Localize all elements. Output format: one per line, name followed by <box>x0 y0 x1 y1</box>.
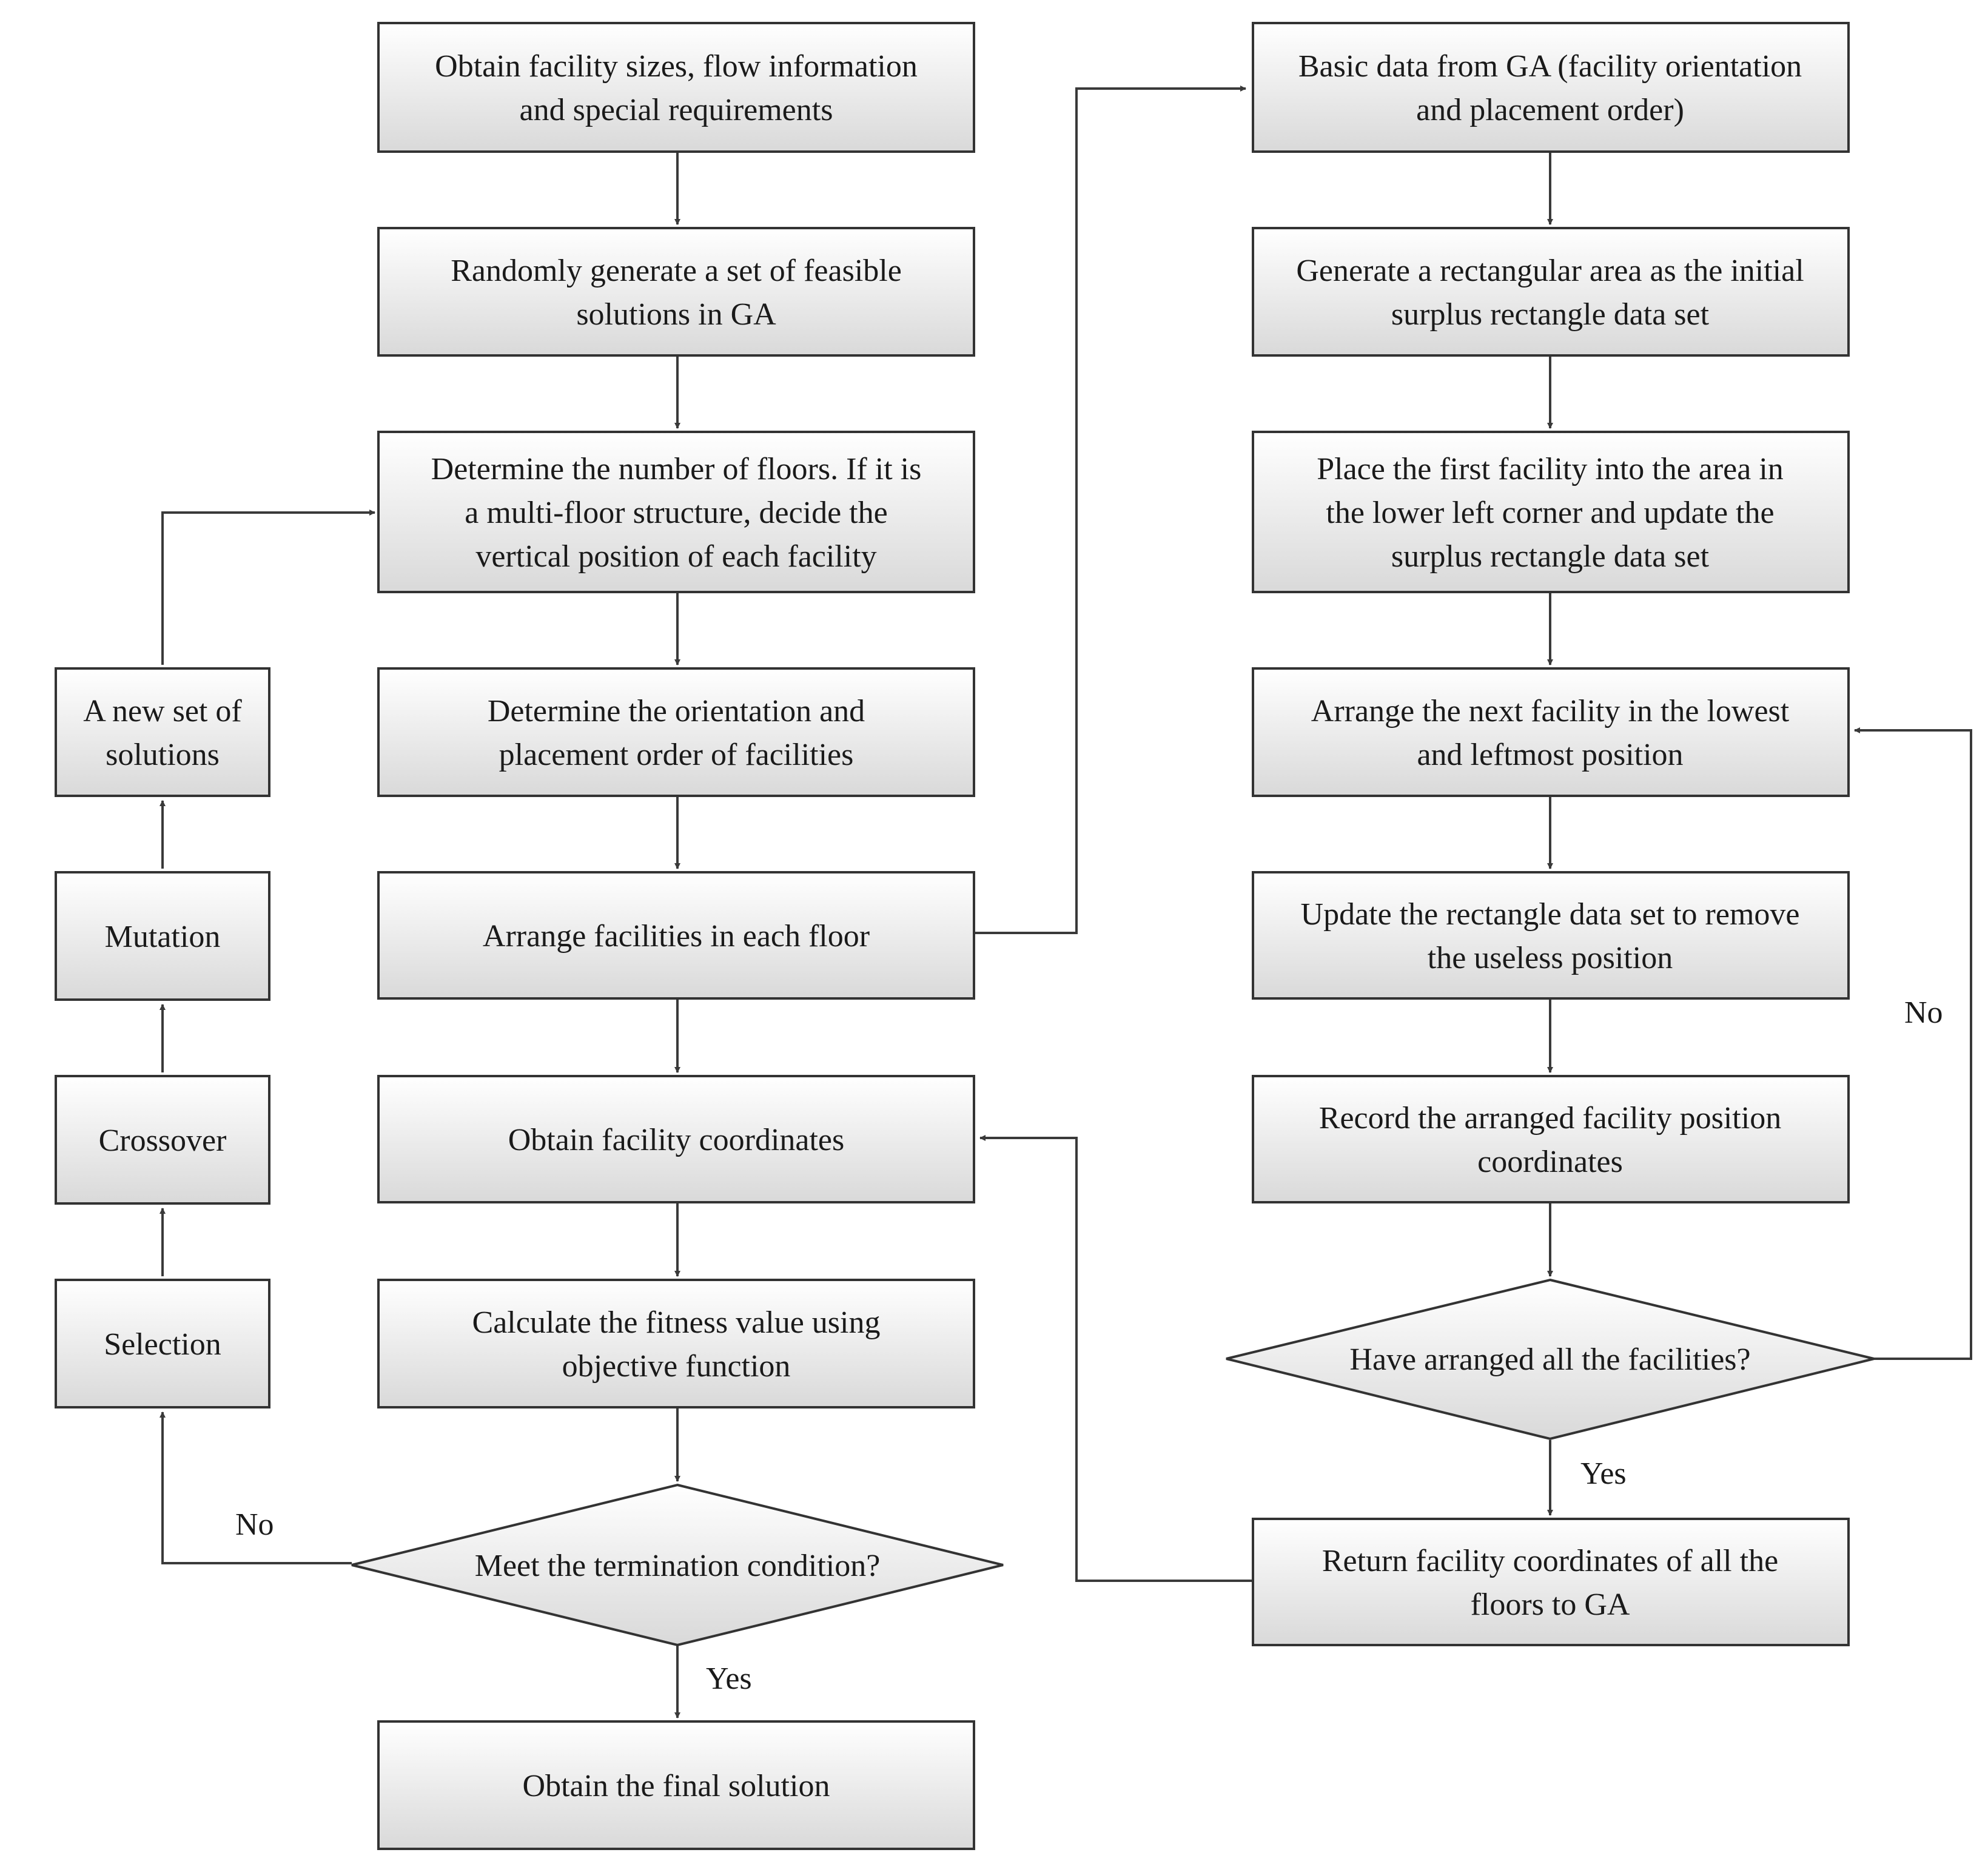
new-set-line: A new set of <box>83 694 242 729</box>
record-coords-box <box>1252 1075 1850 1203</box>
basic-data-line: and placement order) <box>1416 93 1684 127</box>
place-first-line: the lower left corner and update the <box>1326 496 1774 530</box>
generate-area-line: Generate a rectangular area as the initi… <box>1296 254 1804 288</box>
basic-data-box <box>1252 22 1850 153</box>
record-coords-line: Record the arranged facility position <box>1319 1101 1781 1136</box>
update-set-box <box>1252 871 1850 1000</box>
arrange-next-line: Arrange the next facility in the lowest <box>1311 694 1790 729</box>
determine-floors-text: Determine the number of floors. If it is… <box>431 452 922 574</box>
record-coords-text: Record the arranged facility position coo… <box>1319 1101 1781 1179</box>
random-generate-line: Randomly generate a set of feasible <box>451 254 902 288</box>
determine-floors-box <box>377 431 975 593</box>
calculate-fitness-box <box>377 1279 975 1408</box>
obtain-coordinates-box <box>377 1075 975 1203</box>
termination-decision <box>351 1483 1004 1647</box>
new-set-text: A new set of solutions <box>83 694 242 772</box>
edge-return-to-coordinates <box>979 1135 1253 1582</box>
determine-floors-line: Determine the number of floors. If it is <box>431 452 922 486</box>
new-set-line: solutions <box>106 738 220 772</box>
edge-arranged-no <box>1854 727 1972 1360</box>
return-coords-line: floors to GA <box>1471 1587 1630 1622</box>
obtain-info-line: Obtain facility sizes, flow information <box>435 49 918 84</box>
basic-data-line: Basic data from GA (facility orientation <box>1298 49 1802 84</box>
final-solution-text: Obtain the final solution <box>523 1769 830 1803</box>
place-first-text: Place the first facility into the area i… <box>1317 452 1784 574</box>
place-first-box <box>1252 431 1850 593</box>
crossover-box <box>55 1075 270 1205</box>
selection-box <box>55 1279 270 1408</box>
determine-orientation-text: Determine the orientation and placement o… <box>488 694 865 772</box>
determine-orientation-box <box>377 667 975 797</box>
calculate-fitness-line: Calculate the fitness value using <box>472 1305 881 1340</box>
calculate-fitness-text: Calculate the fitness value using objecti… <box>472 1305 881 1384</box>
random-generate-line: solutions in GA <box>576 297 776 332</box>
basic-data-text: Basic data from GA (facility orientation… <box>1298 49 1802 127</box>
termination-text: Meet the termination condition? <box>475 1549 881 1583</box>
random-generate-box <box>377 227 975 357</box>
obtain-coordinates-text: Obtain facility coordinates <box>508 1123 844 1157</box>
arranged-yes-label: Yes <box>1580 1456 1627 1491</box>
termination-no-label: No <box>235 1507 274 1542</box>
update-set-line: Update the rectangle data set to remove <box>1301 897 1800 932</box>
mutation-text: Mutation <box>105 920 221 954</box>
mutation-box <box>55 871 270 1001</box>
arranged-no-label: No <box>1904 995 1943 1030</box>
crossover-text: Crossover <box>99 1123 227 1158</box>
arrange-next-line: and leftmost position <box>1417 738 1683 772</box>
arrange-each-floor-line: Arrange facilities in each floor <box>483 919 870 954</box>
obtain-coordinates-line: Obtain facility coordinates <box>508 1123 844 1157</box>
place-first-line: surplus rectangle data set <box>1391 539 1710 574</box>
calculate-fitness-line: objective function <box>562 1349 791 1384</box>
obtain-info-box <box>377 22 975 153</box>
termination-line: Meet the termination condition? <box>475 1549 881 1583</box>
return-coords-box <box>1252 1518 1850 1646</box>
determine-orientation-line: placement order of facilities <box>499 738 854 772</box>
record-coords-line: coordinates <box>1477 1145 1623 1179</box>
all-arranged-line: Have arranged all the facilities? <box>1349 1342 1750 1377</box>
random-generate-text: Randomly generate a set of feasible solut… <box>451 254 902 332</box>
place-first-line: Place the first facility into the area i… <box>1317 452 1784 486</box>
new-set-box <box>55 667 270 797</box>
generate-area-box <box>1252 227 1850 357</box>
generate-area-line: surplus rectangle data set <box>1391 297 1710 332</box>
crossover-line: Crossover <box>99 1123 227 1158</box>
final-solution-line: Obtain the final solution <box>523 1769 830 1803</box>
return-coords-text: Return facility coordinates of all the fl… <box>1322 1544 1778 1622</box>
return-coords-line: Return facility coordinates of all the <box>1322 1544 1778 1578</box>
final-solution-box <box>377 1720 975 1850</box>
arrange-each-floor-box <box>377 871 975 1000</box>
mutation-line: Mutation <box>105 920 221 954</box>
arrange-next-box <box>1252 667 1850 797</box>
determine-floors-line: a multi-floor structure, decide the <box>465 496 887 530</box>
obtain-info-line: and special requirements <box>520 93 833 127</box>
arrange-each-floor-text: Arrange facilities in each floor <box>483 919 870 954</box>
update-set-line: the useless position <box>1428 941 1673 975</box>
generate-area-text: Generate a rectangular area as the initi… <box>1296 254 1804 332</box>
determine-orientation-line: Determine the orientation and <box>488 694 865 729</box>
update-set-text: Update the rectangle data set to remove t… <box>1301 897 1800 975</box>
edge-termination-no <box>160 1412 352 1564</box>
selection-text: Selection <box>104 1327 221 1362</box>
selection-line: Selection <box>104 1327 221 1362</box>
edge-arrange-to-basic-data <box>974 86 1246 934</box>
all-arranged-decision <box>1226 1278 1875 1441</box>
edge-new-set-to-floors <box>161 510 375 665</box>
arrange-next-text: Arrange the next facility in the lowest a… <box>1311 694 1790 772</box>
termination-yes-label: Yes <box>706 1661 752 1696</box>
all-arranged-text: Have arranged all the facilities? <box>1349 1342 1750 1377</box>
determine-floors-line: vertical position of each facility <box>475 539 876 574</box>
obtain-info-text: Obtain facility sizes, flow information a… <box>435 49 918 127</box>
